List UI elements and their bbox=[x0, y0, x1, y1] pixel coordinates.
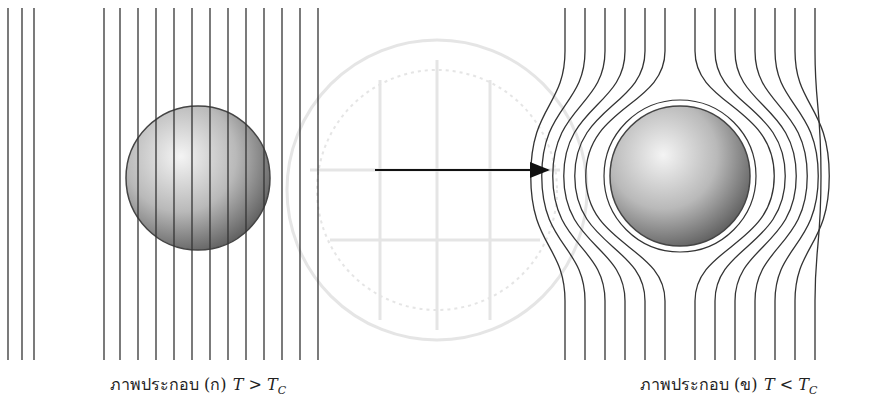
figure-label: ภาพประกอบ (ข) bbox=[640, 375, 758, 394]
caption-right: ภาพประกอบ (ข) T < TC bbox=[640, 372, 817, 397]
normal-sphere bbox=[126, 106, 270, 250]
temperature-condition: T > T bbox=[233, 375, 278, 394]
caption-left: ภาพประกอบ (ก) T > TC bbox=[110, 372, 286, 397]
superconducting-sphere bbox=[610, 106, 750, 246]
transition-arrow bbox=[375, 169, 548, 171]
field-lines-through bbox=[8, 8, 318, 360]
subscript: C bbox=[278, 384, 286, 397]
subscript: C bbox=[809, 384, 817, 397]
figure-label: ภาพประกอบ (ก) bbox=[110, 375, 227, 394]
field-lines-expelled bbox=[531, 8, 830, 360]
surface-field-line bbox=[604, 100, 756, 252]
temperature-condition: T < T bbox=[764, 375, 809, 394]
